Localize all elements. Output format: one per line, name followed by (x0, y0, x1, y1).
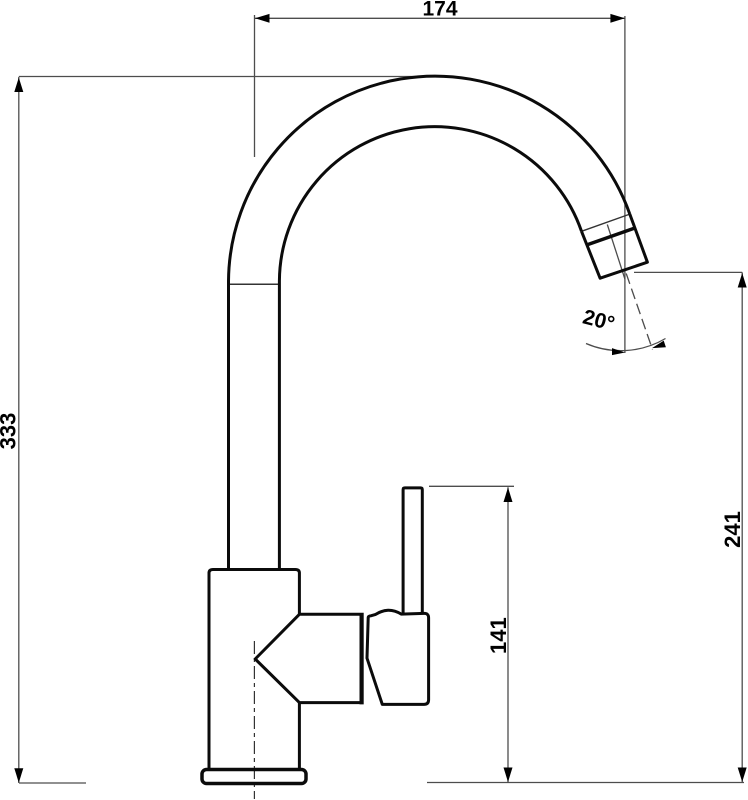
svg-text:241: 241 (720, 511, 745, 548)
svg-text:141: 141 (486, 617, 511, 654)
svg-text:20°: 20° (580, 306, 617, 336)
svg-text:333: 333 (0, 413, 21, 450)
svg-text:174: 174 (422, 0, 457, 21)
